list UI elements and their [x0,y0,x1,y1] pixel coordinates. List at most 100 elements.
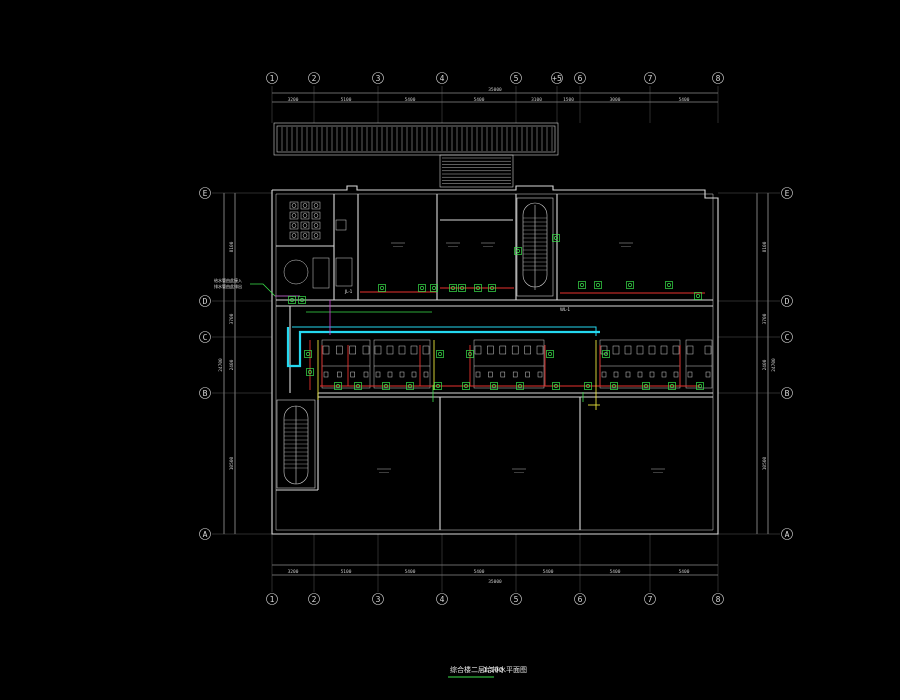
grid-bubble-top-0: 1 [266,72,278,84]
dim-top-0: 3200 [288,97,299,103]
pipe-red-lines [309,287,705,390]
grid-bubble-left-4: A [199,528,211,540]
svg-text:B: B [785,389,790,398]
grid-bubble-left-3: B [199,387,211,399]
grid-bubble-left-1: D [199,295,211,307]
staircase-right-steps [523,217,547,271]
grid-bubble-top-1: 2 [308,72,320,84]
grid-bubble-bottom-0: 1 [266,593,278,605]
svg-text:E: E [203,189,208,198]
svg-text:1: 1 [270,595,275,604]
grid-bubble-bottom-2: 3 [372,593,384,605]
svg-text:C: C [203,333,208,342]
svg-text:5: 5 [514,595,519,604]
staircase-left [276,399,316,489]
dim-right-0: 8100 [762,241,768,252]
grid-axis-lines [212,86,780,592]
svg-text:E: E [785,189,790,198]
drawing-scale-text: 1:100 [483,666,503,674]
dim-bottom-0: 3200 [288,569,299,575]
dim-top-3: 5400 [474,97,485,103]
svg-text:3: 3 [376,74,381,83]
svg-text:A: A [203,530,208,539]
staircase-left-steps [284,419,308,469]
grid-bubbles-left: E D C B A [199,187,211,540]
pipe-cyan-main [286,326,600,368]
svg-text:1: 1 [270,74,275,83]
drawing-title-text: 综合楼二层给排水平面图 [450,665,527,674]
grid-bubble-left-2: C [199,331,211,343]
grid-bubble-top-6: 6 [574,72,586,84]
pipe-fixture-markers [288,234,704,390]
grid-bubbles-right: E D C B A [781,187,793,540]
dim-top-2: 5400 [405,97,416,103]
room-label-1 [481,242,495,247]
svg-text:5: 5 [514,74,519,83]
dim-left-2: 2400 [229,359,235,370]
grid-bubble-top-7: 7 [644,72,656,84]
svg-text:4: 4 [440,595,445,604]
dim-top-total: 35000 [488,87,502,93]
leader-notes: 给水管由此接入 排水管由此排出 JL-1 WL-1 [214,277,571,312]
dim-top-4: 3100 [531,97,542,103]
svg-text:WL-1: WL-1 [560,307,571,312]
room-label-0 [391,242,405,247]
room-label-5 [512,468,526,473]
grid-bubble-right-3: B [781,387,793,399]
svg-text:给水管由此接入: 给水管由此接入 [214,277,242,283]
svg-text:8: 8 [716,595,721,604]
dimension-lines [223,92,769,576]
drawing-title: 综合楼二层给排水平面图 1:100 [448,665,527,678]
svg-text:排水管由此排出: 排水管由此排出 [214,283,242,289]
dim-bottom-2: 5400 [405,569,416,575]
dim-left-total: 24700 [218,358,224,372]
building-walls [271,185,719,535]
svg-text:JL-1: JL-1 [344,289,353,294]
svg-text:6: 6 [578,74,583,83]
dim-top-6: 3000 [610,97,621,103]
dim-right-3: 10500 [762,456,768,470]
room-label-3 [619,242,633,247]
dim-bottom-total: 35000 [488,579,502,585]
svg-text:D: D [785,297,790,306]
entrance-canopy [273,122,559,188]
grid-bubbles-bottom: 1 2 3 4 5 6 7 8 [266,593,724,605]
dim-top-5: 1500 [563,97,574,103]
grid-bubble-bottom-6: 7 [644,593,656,605]
svg-text:8: 8 [716,74,721,83]
svg-text:4: 4 [440,74,445,83]
grid-bubble-bottom-1: 2 [308,593,320,605]
grid-bubble-bottom-7: 8 [712,593,724,605]
svg-text:7: 7 [648,74,653,83]
grid-bubble-bottom-5: 6 [574,593,586,605]
dim-left-3: 10500 [229,456,235,470]
dim-bottom-6: 5400 [679,569,690,575]
dim-bottom-1: 5100 [341,569,352,575]
staircase-right [516,197,554,297]
svg-text:D: D [203,297,208,306]
svg-text:C: C [785,333,790,342]
svg-text:2: 2 [312,74,317,83]
pipe-yellow-lines [317,340,600,410]
svg-text:2: 2 [312,595,317,604]
toilet-fixtures [283,201,353,289]
grid-bubble-top-4: 5 [510,72,522,84]
grid-bubble-bottom-4: 5 [510,593,522,605]
dim-right-2: 2400 [762,359,768,370]
dim-right-total: 24700 [771,358,777,372]
grid-bubble-bottom-3: 4 [436,593,448,605]
dim-right-1: 3700 [762,313,768,324]
grid-bubble-right-0: E [781,187,793,199]
room-label-4 [377,468,391,473]
fixture-rooms [321,339,713,389]
canopy-hatching [281,127,553,184]
dim-bottom-4: 5400 [543,569,554,575]
svg-text:7: 7 [648,595,653,604]
svg-text:B: B [203,389,208,398]
svg-text:A: A [785,530,790,539]
grid-bubble-top-3: 4 [436,72,448,84]
grid-bubble-top-2: 3 [372,72,384,84]
